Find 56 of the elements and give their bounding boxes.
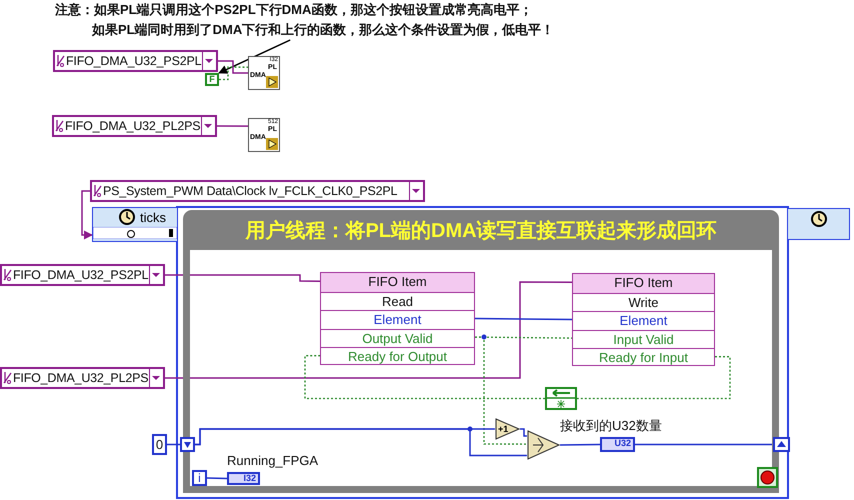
indicator-label: 接收到的U32数量: [560, 418, 662, 433]
numeric-constant: 0: [152, 434, 167, 455]
terminal-row: Element: [573, 311, 714, 330]
control-label: FIFO_DMA_U32_PL2PS: [13, 370, 148, 387]
fifo-method-node: [572, 273, 715, 366]
terminal-row: Input Valid: [573, 330, 714, 348]
control-label: FIFO_DMA_U32_PL2PS: [65, 118, 200, 135]
wire: [577, 356, 731, 400]
wire: [195, 428, 527, 456]
dma-function-icon: [248, 56, 280, 90]
timed-loop-output-node: [787, 208, 850, 240]
wire: [165, 274, 320, 282]
dma-function-icon: [248, 118, 280, 152]
wire: [167, 444, 180, 446]
terminal-row: Element: [321, 310, 474, 328]
wire: [475, 336, 527, 445]
fifo-method-node: [320, 272, 475, 365]
wire: [218, 60, 248, 74]
arrow: [81, 190, 93, 240]
loop-title: 用户线程：将PL端的DMA读写直接互联起来形成回环: [190, 217, 772, 250]
wire: [217, 125, 248, 127]
reference-control: [0, 264, 165, 286]
reference-control: [53, 50, 218, 72]
wire: [206, 477, 228, 480]
control-label: FIFO_DMA_U32_PS2PL: [66, 53, 202, 70]
node-header: FIFO Item: [573, 274, 714, 293]
indicator-label: Running_FPGA: [227, 453, 318, 468]
increment-function: +1: [495, 418, 520, 440]
wire: [520, 428, 527, 437]
reference-control: [90, 180, 425, 202]
terminal-label: ticks: [140, 211, 166, 225]
wire: [475, 318, 572, 320]
reference-control: [0, 367, 165, 389]
terminal-row: Ready for Output: [321, 346, 474, 365]
node-header: FIFO Item: [321, 273, 474, 292]
wire: [304, 355, 545, 400]
terminal-row: Read: [321, 292, 474, 310]
terminal-row: Write: [573, 293, 714, 312]
wire: [219, 66, 248, 80]
arrow: [218, 39, 291, 74]
control-label: PS_System_PWM Data\Clock lv_FCLK_CLK0_PS2PL: [103, 183, 398, 200]
wire: [635, 444, 773, 446]
boolean-constant: F: [205, 73, 219, 86]
reference-control: [52, 115, 217, 137]
numeric-indicator: I32: [227, 472, 260, 485]
timed-loop-input-node: [92, 207, 178, 242]
note-text: 注意：如果PL端只调用这个PS2PL下行DMA函数，那这个按钮设置成常亮高电平；: [55, 2, 532, 18]
terminal-row: Ready for Input: [573, 348, 714, 366]
wire: [165, 281, 572, 379]
numeric-indicator: U32: [600, 437, 635, 452]
control-label: FIFO_DMA_U32_PS2PL: [13, 267, 148, 284]
terminal-row: Output Valid: [321, 328, 474, 347]
wire: [475, 336, 572, 339]
iteration-terminal: i: [192, 470, 207, 486]
note-text: 如果PL端同时用到了DMA下行和上行的函数，那么这个条件设置为假，低电平！: [92, 22, 554, 38]
wire: [560, 444, 600, 446]
